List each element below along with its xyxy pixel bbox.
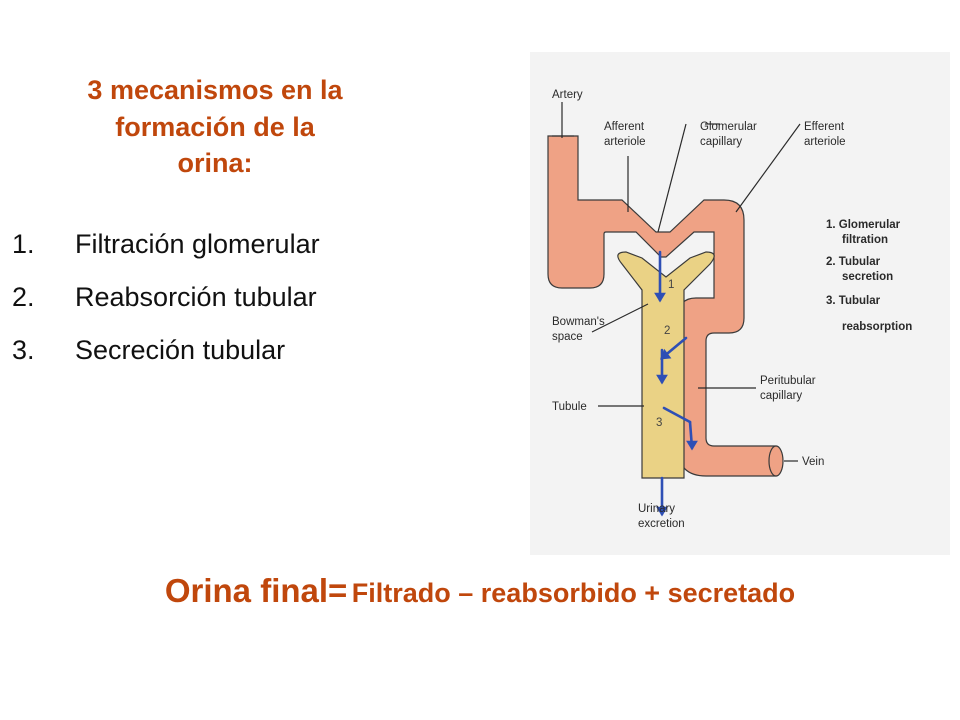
label-afferent-2: arteriole: [604, 136, 646, 148]
label-peritubular-1: Peritubular: [760, 375, 816, 387]
label-glomerular-1: Glomerular: [700, 121, 757, 133]
mechanisms-list: 1. Filtración glomerular 2. Reabsorción …: [12, 218, 432, 377]
list-text: Reabsorción tubular: [75, 282, 317, 312]
label-peritubular-2: capillary: [760, 390, 802, 402]
label-urinary-2: excretion: [638, 518, 685, 530]
equation-rest: Filtrado – reabsorbido + secretado: [351, 578, 796, 608]
list-item: 3. Secreción tubular: [12, 324, 432, 377]
blood-vessel: [547, 135, 777, 477]
arrowhead: [659, 348, 672, 360]
list-item: 1. Filtración glomerular: [12, 218, 432, 271]
arrowhead: [656, 374, 668, 385]
label-artery: Artery: [552, 89, 583, 101]
tubule-shape: [617, 251, 715, 479]
arrowhead: [654, 292, 666, 303]
label-bowman-1: Bowman's: [552, 316, 605, 328]
list-text: Secreción tubular: [75, 335, 286, 365]
heading-line-1: 3 mecanismos en la: [87, 75, 343, 105]
label-efferent-2: arteriole: [804, 136, 846, 148]
step-number-2: 2: [664, 325, 670, 337]
diagram-legend: 1. Glomerular filtration 2. Tubular secr…: [826, 219, 912, 333]
label-tubule: Tubule: [552, 401, 587, 413]
process-arrows: [654, 250, 698, 517]
legend-3b: reabsorption: [842, 321, 912, 333]
leader-lines: [561, 102, 801, 462]
arrowhead: [656, 506, 668, 517]
final-urine-equation: Orina final= Filtrado – reabsorbido + se…: [0, 572, 960, 610]
heading-line-3: orina:: [177, 148, 253, 179]
list-number: 1.: [12, 229, 35, 259]
list-number: 3.: [12, 335, 35, 365]
nephron-svg: 1 2 3 Artery Afferent arteriole Glomerul…: [547, 89, 912, 530]
legend-2b: secretion: [842, 271, 893, 283]
list-text: Filtración glomerular: [75, 229, 320, 259]
label-afferent-1: Afferent: [604, 121, 645, 133]
step-number-3: 3: [656, 417, 662, 429]
heading-line-2: formación de la: [115, 111, 315, 142]
legend-1b: filtration: [842, 234, 888, 246]
arrowhead: [686, 440, 698, 451]
label-efferent-1: Efferent: [804, 121, 845, 133]
legend-3a: 3. Tubular: [826, 295, 881, 307]
vein-end: [768, 445, 784, 477]
legend-1a: 1. Glomerular: [826, 219, 901, 231]
mechanisms-heading: 3 mecanismos en la formación de la orina…: [20, 72, 410, 182]
list-number: 2.: [12, 282, 35, 312]
label-urinary-1: Urinary: [638, 503, 675, 515]
legend-2a: 2. Tubular: [826, 256, 881, 268]
label-bowman-2: space: [552, 331, 583, 343]
nephron-diagram: 1 2 3 Artery Afferent arteriole Glomerul…: [530, 52, 950, 555]
step-number-1: 1: [668, 279, 674, 291]
label-vein: Vein: [802, 456, 824, 468]
label-glomerular-2: capillary: [700, 136, 742, 148]
equation-lead: Orina final=: [164, 572, 348, 609]
list-item: 2. Reabsorción tubular: [12, 271, 432, 324]
